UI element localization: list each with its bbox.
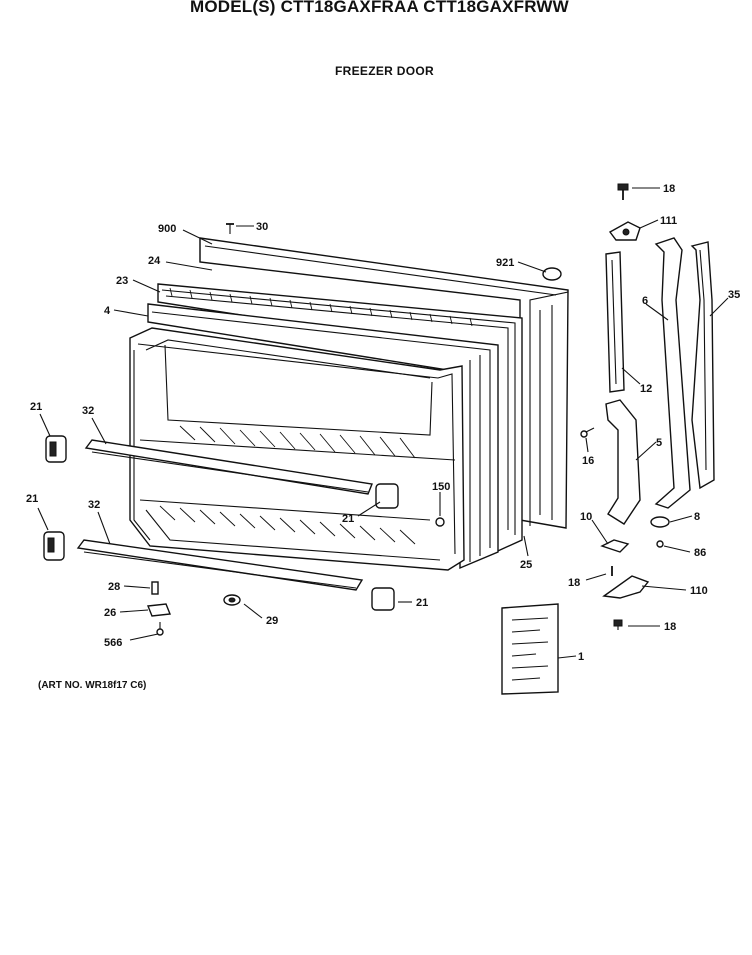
- hinge-110: [602, 575, 650, 599]
- handle-35: [690, 241, 715, 490]
- callout-25: 25: [520, 559, 532, 571]
- shelf-end-cap-lower-left: [43, 531, 65, 561]
- shelf-bar-upper: [84, 439, 373, 495]
- grommet-29: [223, 594, 241, 606]
- manual-1: [501, 603, 559, 695]
- screw-16: [580, 427, 595, 438]
- shelf-bar-lower: [76, 539, 364, 591]
- screw-150: [435, 517, 445, 527]
- screw-86: [656, 540, 664, 548]
- callout-921: 921: [496, 257, 514, 269]
- cover-5: [605, 399, 641, 525]
- callout-24: 24: [148, 255, 161, 267]
- callout-1: 1: [578, 651, 584, 663]
- screw-566: [156, 622, 164, 636]
- callout-26: 26: [104, 607, 116, 619]
- bushing-8: [650, 516, 670, 528]
- callout-16: 16: [582, 455, 594, 467]
- callout-21: 21: [30, 401, 42, 413]
- diagram-subtitle: FREEZER DOOR: [335, 64, 434, 78]
- shelf-end-cap-upper-left: [45, 435, 67, 463]
- callout-23: 23: [116, 275, 128, 287]
- bracket-26: [147, 603, 171, 617]
- callout-111: 111: [660, 215, 677, 227]
- callout-5: 5: [656, 437, 662, 449]
- plug-921: [542, 267, 562, 281]
- callout-labels: 18 111 900 30 24 921 23 6 35 4 12 21 32 …: [26, 183, 740, 663]
- callout-4: 4: [104, 305, 111, 317]
- callout-18: 18: [663, 183, 675, 195]
- screw-30: [226, 223, 234, 234]
- callout-18-bottom: 18: [664, 621, 676, 633]
- callout-21-lower: 21: [26, 493, 38, 505]
- callout-29: 29: [266, 615, 278, 627]
- callout-150: 150: [432, 481, 450, 493]
- hinge-bar-12: [605, 251, 625, 393]
- diagram-title: MODEL(S) CTT18GAXFRAA CTT18GAXFRWW: [190, 0, 569, 16]
- art-number: (ART NO. WR18f17 C6): [38, 680, 147, 691]
- callout-35: 35: [728, 289, 740, 301]
- callout-8: 8: [694, 511, 700, 523]
- handle-trim-6: [654, 237, 691, 509]
- callout-18-mid: 18: [568, 577, 580, 589]
- hinge-111: [608, 221, 641, 241]
- shelf-end-cap-upper-right: [375, 483, 399, 509]
- callout-566: 566: [104, 637, 122, 649]
- callout-32: 32: [82, 405, 94, 417]
- callout-86: 86: [694, 547, 706, 559]
- shelf-end-cap-lower-right: [371, 587, 395, 611]
- callout-6: 6: [642, 295, 648, 307]
- spacer-28: [151, 581, 159, 595]
- callout-110: 110: [690, 585, 708, 597]
- screw-18-bottom: [613, 619, 623, 630]
- callout-21-mid: 21: [342, 513, 354, 525]
- callout-21-bottom: 21: [416, 597, 428, 609]
- callout-32-lower: 32: [88, 499, 100, 511]
- callout-28: 28: [108, 581, 120, 593]
- callout-900: 900: [158, 223, 176, 235]
- hinge-bracket-10: [600, 539, 630, 553]
- callout-10: 10: [580, 511, 592, 523]
- leader-lines: [37, 187, 729, 659]
- door-liner: [129, 327, 465, 571]
- callout-12: 12: [640, 383, 652, 395]
- screw-18-top: [617, 183, 629, 200]
- callout-30: 30: [256, 221, 268, 233]
